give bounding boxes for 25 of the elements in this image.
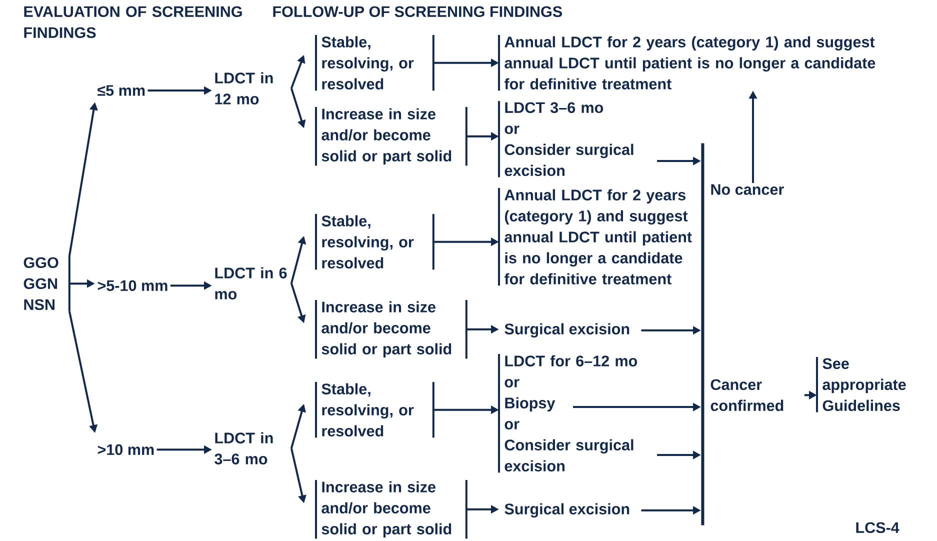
- bracketed-text: GGO GGN NSN: [24, 256, 70, 312]
- bracketed-text: Annual LDCT for 2 years (category 1) and suggest annual LDCT until patient is no longer a candidate for definitive treatment: [498, 35, 876, 91]
- bracketed-text: Stable, resolving, or resolved: [315, 214, 434, 270]
- flow-text: ≤5 mm: [98, 85, 145, 96]
- flow-text: LDCT in 12 mo: [215, 72, 273, 104]
- flow-text: >10 mm: [98, 444, 154, 456]
- bracketed-text: LDCT for 6–12 mo or Biopsy or Consider surgical excision: [498, 354, 638, 473]
- bracketed-text: Increase in size and/or become solid or part solid: [315, 300, 468, 359]
- section-heading: FOLLOW-UP OF SCREENING FINDINGS: [273, 6, 562, 18]
- bracketed-text: LDCT 3–6 mo or Consider surgical excision: [498, 101, 634, 178]
- bracketed-text: Stable, resolving, or resolved: [315, 35, 434, 91]
- flow-text: No cancer: [711, 184, 784, 195]
- bracketed-text: Stable, resolving, or resolved: [315, 382, 434, 438]
- page-code: LCS-4: [856, 522, 900, 534]
- bracketed-text: Increase in size and/or become solid or part solid: [315, 480, 468, 539]
- flow-text: Surgical excision: [504, 503, 630, 518]
- flow-text: Cancer confirmed: [710, 379, 784, 412]
- flow-text: >5-10 mm: [98, 280, 168, 292]
- flow-text: LDCT in 6 mo: [215, 267, 287, 300]
- flow-text: LDCT in 3–6 mo: [214, 432, 273, 464]
- bracketed-text: Annual LDCT for 2 years (category 1) and suggest annual LDCT until patient is no longer a candidate for definitive treatment: [498, 188, 692, 286]
- bracketed-text: See appropriate Guidelines: [816, 357, 906, 412]
- bracketed-text: Increase in size and/or become solid or part solid: [315, 107, 468, 166]
- section-heading: EVALUATION OF SCREENING FINDINGS: [24, 6, 242, 38]
- flow-text: Surgical excision: [504, 323, 630, 338]
